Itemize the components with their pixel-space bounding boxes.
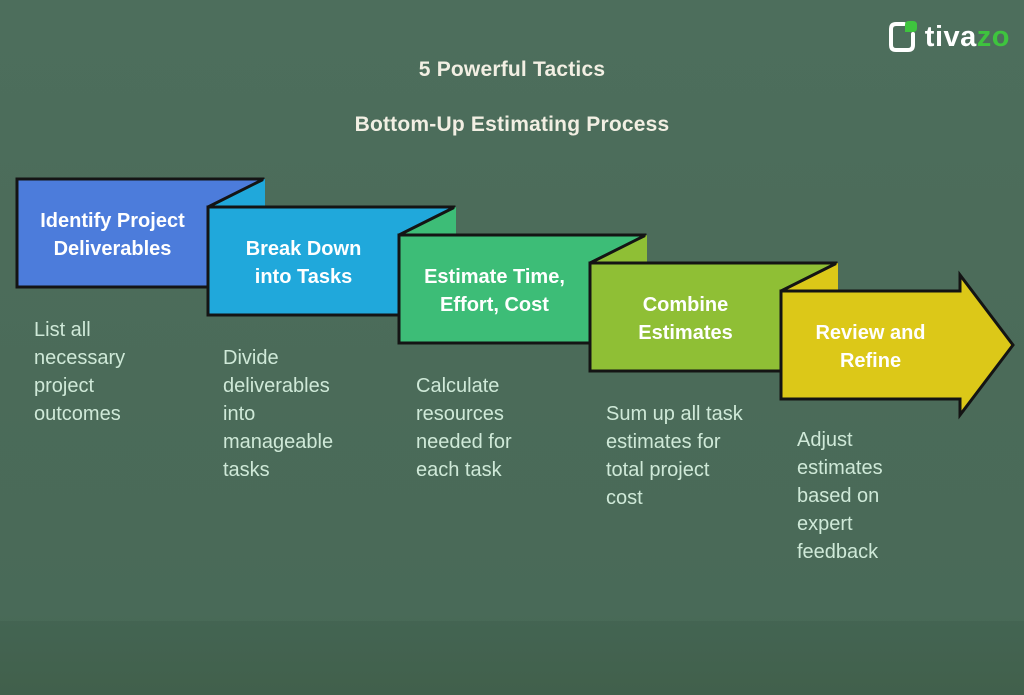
logo-bracket-stroke [888, 22, 915, 52]
brand-name-primary: tiva [924, 20, 977, 53]
logo-check-mark [904, 21, 917, 32]
step-3-description: Calculate resources needed for each task [416, 375, 512, 481]
step-2-label: Break Down into Tasks [245, 238, 362, 288]
page-title: 5 Powerful Tactics [418, 58, 606, 81]
step-1-description: List all necessary project outcomes [34, 319, 126, 425]
checkbox-logo-icon [888, 21, 917, 52]
step-5-label: Review and Refine [815, 322, 926, 372]
brand-name-accent: zo [976, 20, 1010, 53]
step-4-description: Sum up all task estimates for total proj… [606, 403, 743, 509]
brand-logo: tivazo [888, 20, 1010, 54]
step-5-fold-crease [780, 262, 837, 293]
step-5-arrow [779, 270, 1015, 420]
step-3-label: Estimate Time, Effort, Cost [424, 266, 565, 316]
step-1-label: Identify Project Deliverables [40, 210, 185, 260]
step-2-fold-crease [207, 178, 264, 209]
step-3-fold-crease [398, 206, 455, 237]
step-4-fold-crease [589, 234, 646, 265]
step-2-description: Divide deliverables into manageable task… [223, 347, 334, 481]
brand-name: tivazo [925, 21, 1010, 54]
step-4-label: Combine Estimates [638, 294, 733, 344]
step-5-description: Adjust estimates based on expert feedbac… [797, 429, 883, 563]
bottom-shade-band [0, 621, 1024, 695]
page-subtitle: Bottom-Up Estimating Process [354, 113, 670, 136]
